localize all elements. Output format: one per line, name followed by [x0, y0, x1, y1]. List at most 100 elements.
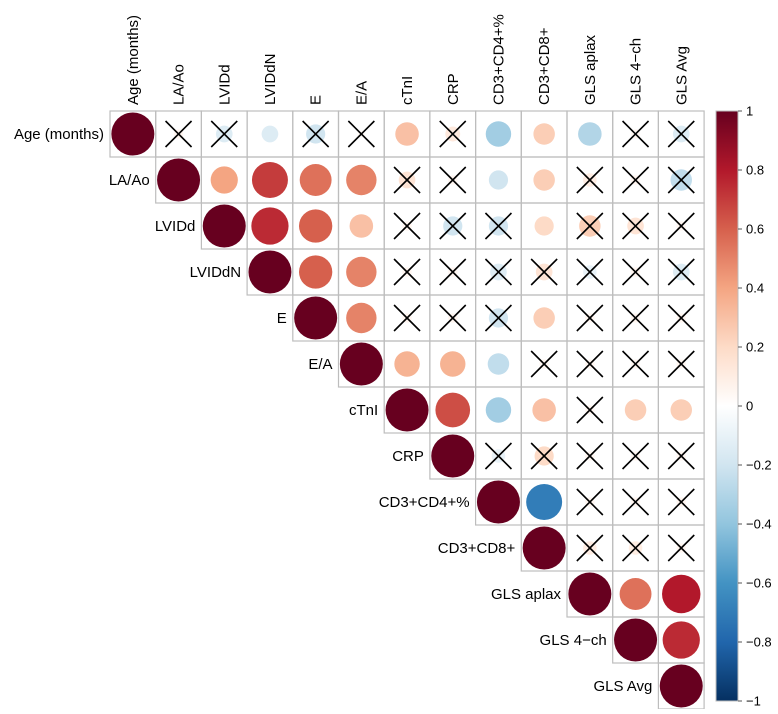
corr-circle-1-9	[533, 169, 555, 191]
corr-circle-6-9	[532, 398, 556, 422]
column-label: E/A	[353, 81, 370, 105]
column-label: GLS Avg	[673, 46, 690, 105]
corr-circle-0-6	[395, 122, 419, 146]
corr-circle-2-9	[534, 216, 554, 236]
corr-circle-8-9	[526, 484, 563, 520]
cross-mark-2-8	[484, 212, 513, 240]
corr-circle-10-10	[568, 572, 612, 616]
cross-mark-2-12	[667, 212, 695, 240]
colorbar-tick-label: −0.6	[746, 576, 772, 591]
cross-mark-5-12	[667, 350, 695, 378]
cross-mark-5-11	[621, 350, 650, 378]
corr-circle-5-7	[440, 351, 466, 377]
row-label: LA/Ao	[109, 172, 150, 189]
corr-circle-4-9	[533, 307, 555, 329]
cross-mark-3-7	[439, 258, 467, 286]
corr-circle-1-5	[346, 164, 377, 196]
corr-circle-1-1	[157, 158, 201, 202]
cross-mark-0-4	[302, 120, 330, 148]
column-label: LA/Ao	[171, 64, 188, 105]
corr-circle-9-9	[522, 526, 566, 570]
cross-mark-0-2	[210, 120, 238, 148]
cross-mark-2-7	[439, 212, 467, 240]
row-label: E/A	[308, 356, 332, 373]
corr-circle-5-8	[487, 353, 510, 375]
column-label: LVIDdN	[262, 54, 279, 105]
corr-circle-11-11	[614, 618, 658, 662]
cross-mark-8-10	[576, 488, 604, 516]
cross-mark-7-10	[576, 442, 604, 470]
corr-circle-10-12	[662, 574, 701, 614]
corr-circle-12-12	[659, 664, 703, 708]
cross-mark-3-12	[667, 258, 695, 286]
cross-mark-8-12	[667, 488, 695, 516]
cross-mark-5-10	[576, 350, 604, 378]
row-label: CD3+CD4+%	[379, 494, 470, 511]
corr-circle-6-8	[485, 397, 512, 423]
colorbar-tick-label: 1	[746, 104, 753, 119]
cross-mark-7-12	[667, 442, 695, 470]
column-label: CD3+CD8+	[536, 27, 553, 105]
column-label: GLS 4−ch	[628, 38, 645, 105]
cross-mark-3-6	[393, 258, 421, 286]
corr-circle-6-12	[670, 399, 692, 421]
cross-mark-9-10	[576, 534, 604, 562]
cross-mark-4-7	[439, 304, 467, 332]
cross-mark-4-11	[621, 304, 650, 332]
row-label: cTnI	[349, 402, 378, 419]
cross-mark-7-11	[621, 442, 650, 470]
corr-circle-6-7	[435, 392, 471, 428]
corr-circle-7-7	[431, 434, 475, 478]
row-label: GLS Avg	[593, 678, 652, 695]
corr-circle-1-8	[488, 170, 509, 190]
corr-circle-8-8	[476, 480, 520, 524]
cross-mark-1-11	[621, 166, 650, 194]
corr-circle-6-11	[624, 399, 647, 421]
corr-circle-4-5	[346, 302, 377, 334]
corr-circle-0-9	[533, 123, 555, 145]
corr-circle-2-4	[298, 209, 333, 243]
cross-mark-0-11	[621, 120, 650, 148]
corr-circle-5-5	[339, 342, 383, 386]
colorbar-tick-label: 0.8	[746, 163, 764, 178]
row-label: LVIDdN	[190, 264, 241, 281]
cross-mark-4-12	[667, 304, 695, 332]
corr-circle-2-2	[202, 204, 246, 248]
corr-circle-11-12	[662, 621, 700, 659]
cross-mark-3-8	[484, 258, 513, 286]
corr-circle-0-8	[485, 121, 512, 147]
colorbar-tick-label: 0.6	[746, 222, 764, 237]
cross-mark-1-7	[439, 166, 467, 194]
corr-circle-10-11	[619, 578, 652, 610]
cross-mark-0-5	[347, 120, 375, 148]
row-label: LVIDd	[155, 218, 196, 235]
row-label: GLS aplax	[491, 586, 562, 603]
cross-mark-1-10	[576, 166, 604, 194]
column-label: CRP	[445, 73, 462, 105]
corr-circle-0-0	[111, 112, 155, 156]
colorbar-tick-label: 0	[746, 399, 753, 414]
cross-mark-0-12	[667, 120, 695, 148]
row-label: Age (months)	[14, 126, 104, 143]
column-label: E	[308, 95, 325, 105]
row-label: CD3+CD8+	[438, 540, 516, 557]
cross-mark-4-8	[484, 304, 513, 332]
colorbar-tick-label: −1	[746, 694, 761, 709]
colorbar-tick-label: 0.4	[746, 281, 764, 296]
corr-circle-5-6	[394, 351, 420, 377]
cross-mark-2-11	[621, 212, 650, 240]
corr-circle-0-10	[578, 122, 602, 146]
cross-mark-3-10	[576, 258, 604, 286]
cross-mark-5-9	[530, 350, 558, 378]
cross-mark-3-11	[621, 258, 650, 286]
cross-mark-0-7	[439, 120, 467, 148]
colorbar-tick-label: 0.2	[746, 340, 764, 355]
cross-mark-0-1	[164, 120, 193, 148]
corr-circle-1-3	[251, 162, 288, 198]
cross-mark-2-6	[393, 212, 421, 240]
cross-mark-9-12	[667, 534, 695, 562]
corr-circle-3-3	[248, 250, 292, 294]
cross-mark-7-8	[484, 442, 513, 470]
